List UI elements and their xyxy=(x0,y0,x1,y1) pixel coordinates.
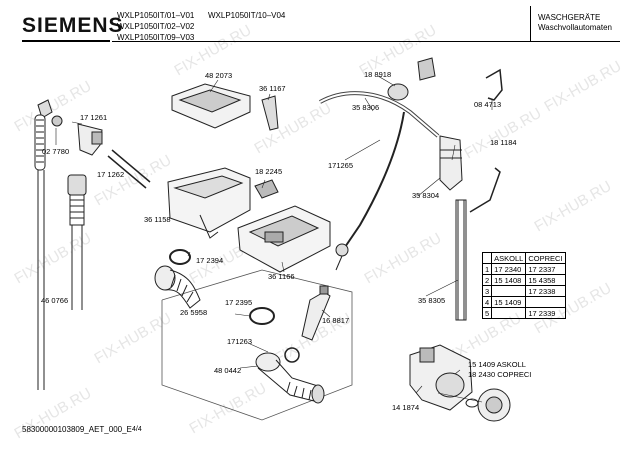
spring-wire-drawing xyxy=(469,167,501,213)
parts-variant-table: ASKOLL COPRECI 1 17 2340 17 2337 2 15 14… xyxy=(481,252,566,319)
model-list: WXLP1050IT/01–V01 WXLP1050IT/02–V02 WXLP… xyxy=(117,10,194,43)
part-label: 17 1262 xyxy=(97,170,125,179)
part-label: 171263 xyxy=(227,337,253,346)
tube-drawing xyxy=(107,149,151,189)
part-label: 26 5958 xyxy=(180,308,208,317)
model-number: WXLP1050IT/09–V03 xyxy=(117,33,195,42)
table-cell xyxy=(491,307,527,319)
header-rule xyxy=(22,40,110,42)
table-cell xyxy=(491,285,527,297)
part-label: 48 2073 xyxy=(205,71,233,80)
part-label: 171265 xyxy=(328,161,354,170)
category: WASCHGERÄTE Waschvollautomaten xyxy=(538,13,612,33)
table-cell: 15 1408 xyxy=(491,274,527,286)
drain-pump-drawing xyxy=(409,344,511,422)
header-rule xyxy=(112,41,620,42)
table-header-row: ASKOLL COPRECI xyxy=(481,252,566,264)
part-label: 48 0442 xyxy=(214,366,242,375)
drawer-housing-drawing xyxy=(167,167,251,239)
table-cell xyxy=(525,296,566,308)
part-label: 35 8306 xyxy=(352,103,380,112)
table-header-cell xyxy=(481,252,493,264)
bracket-drawing xyxy=(485,68,503,101)
document-id: 58300000103809_AET_000_E xyxy=(22,425,132,434)
part-label: 16 8817 xyxy=(322,316,350,325)
table-cell: 17 2337 xyxy=(525,263,566,275)
table-cell: 1 xyxy=(481,263,493,275)
part-label: 14 1874 xyxy=(392,403,420,412)
part-label: 17 2394 xyxy=(196,256,224,265)
part-label: 18 2245 xyxy=(255,167,283,176)
valve-bracket-drawing xyxy=(77,123,103,156)
table-cell: 15 4358 xyxy=(525,274,566,286)
drawer-lid-drawing xyxy=(171,83,279,131)
part-label: 18 2430 COPRECI xyxy=(468,370,532,379)
part-label: 18 8918 xyxy=(364,70,392,79)
bellows-drawing xyxy=(154,265,201,309)
part-label: 17 2395 xyxy=(225,298,253,307)
part-label: 02 7780 xyxy=(42,147,70,156)
table-row: 5 17 2339 xyxy=(481,307,566,319)
category-subtitle: Waschvollautomaten xyxy=(538,23,612,32)
table-cell: 17 2339 xyxy=(525,307,566,319)
detergent-drawer-drawing xyxy=(237,205,331,273)
part-label: 17 1261 xyxy=(80,113,108,122)
part-label: 08 4713 xyxy=(474,100,502,109)
leader-lines xyxy=(55,75,493,403)
table-row: 2 15 1408 15 4358 xyxy=(481,274,566,286)
table-cell: 17 2340 xyxy=(491,263,527,275)
part-label: 15 1409 ASKOLL xyxy=(468,360,526,369)
part-label: 18 1184 xyxy=(490,138,517,147)
table-row: 1 17 2340 17 2337 xyxy=(481,263,566,275)
part-label: 35 8305 xyxy=(418,296,446,305)
table-cell: 15 1409 xyxy=(491,296,527,308)
seal-ring-drawing xyxy=(249,307,275,325)
table-row: 4 15 1409 xyxy=(481,296,566,308)
pressure-switch-drawing xyxy=(387,57,436,101)
part-label: 36 1166 xyxy=(268,272,295,281)
part-label: 36 1167 xyxy=(259,84,286,93)
part-label: 35 8304 xyxy=(412,191,440,200)
seal-ring-drawing xyxy=(169,249,191,265)
model-number: WXLP1050IT/02–V02 xyxy=(117,22,195,31)
hook-drawing xyxy=(254,179,279,199)
clip-drawing xyxy=(284,347,300,363)
table-cell: 4 xyxy=(481,296,493,308)
inlet-valve-drawing xyxy=(34,99,63,390)
part-label: 36 1158 xyxy=(144,215,171,224)
part-label: 46 0766 xyxy=(41,296,69,305)
table-cell: 3 xyxy=(481,285,493,297)
table-cell: 17 2338 xyxy=(525,285,566,297)
model-number: WXLP1050IT/01–V01 xyxy=(117,11,195,20)
header-divider xyxy=(530,6,531,42)
model-number: WXLP1050IT/10–V04 xyxy=(208,11,286,20)
table-row: 3 17 2338 xyxy=(481,285,566,297)
table-header-cell: COPRECI xyxy=(525,252,566,264)
hose-assembly-drawing xyxy=(319,91,467,321)
table-cell: 5 xyxy=(481,307,493,319)
sump-hose-drawing xyxy=(255,352,325,404)
hose-drawing xyxy=(67,174,87,310)
table-header-cell: ASKOLL xyxy=(491,252,527,264)
air-trap-drawing xyxy=(439,135,463,191)
category-title: WASCHGERÄTE xyxy=(538,13,601,22)
table-cell: 2 xyxy=(481,274,493,286)
assembly-frame xyxy=(161,269,353,421)
page-number: 4/4 xyxy=(132,426,142,433)
brand-logo: SIEMENS xyxy=(22,14,124,37)
dispenser-drawing xyxy=(301,285,331,341)
